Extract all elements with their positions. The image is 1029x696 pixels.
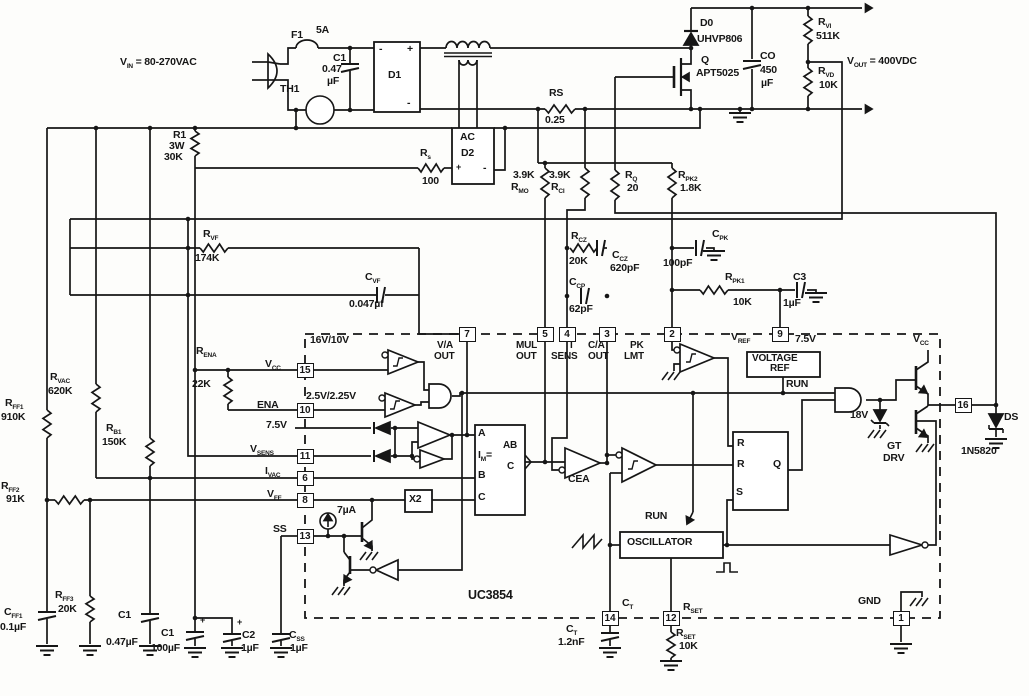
logic-blocks <box>369 41 929 582</box>
capacitors <box>37 60 806 643</box>
semiconductors <box>252 2 1005 585</box>
wires <box>46 7 997 661</box>
grounds <box>36 112 1007 671</box>
resistors <box>41 15 814 659</box>
junction-dots <box>44 5 999 621</box>
